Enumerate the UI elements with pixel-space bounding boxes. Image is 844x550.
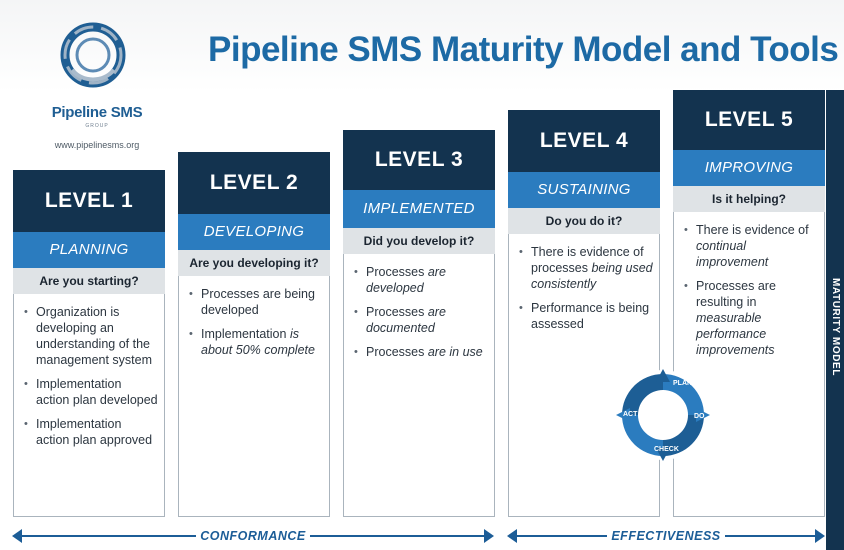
- level-1-body: Organization is developing an understand…: [13, 294, 165, 517]
- level-2-bullet: Processes are being developed: [187, 286, 323, 318]
- effectiveness-arrow: EFFECTIVENESS: [507, 527, 825, 545]
- level-3-stage: IMPLEMENTED: [343, 190, 495, 228]
- cycle-check-label: CHECK: [654, 446, 679, 453]
- level-3-question: Did you develop it?: [343, 228, 495, 254]
- cycle-plan-label: PLAN: [673, 380, 692, 387]
- level-2-stage: DEVELOPING: [178, 214, 330, 250]
- level-4-heading: LEVEL 4: [508, 110, 660, 172]
- logo-subtitle: GROUP: [85, 123, 109, 129]
- level-5-bullet: There is evidence of continual improveme…: [682, 222, 818, 270]
- logo-url: www.pipelinesms.org: [54, 140, 140, 150]
- level-3-body: Processes are developed Processes are do…: [343, 254, 495, 517]
- level-2-column: LEVEL 2 DEVELOPING Are you developing it…: [178, 152, 330, 517]
- conformance-arrow: CONFORMANCE: [12, 527, 494, 545]
- level-2-body: Processes are being developed Implementa…: [178, 276, 330, 517]
- conformance-label: CONFORMANCE: [196, 529, 310, 543]
- level-2-heading: LEVEL 2: [178, 152, 330, 214]
- level-3-bullet: Processes are developed: [352, 264, 488, 296]
- level-1-bullet: Organization is developing an understand…: [22, 304, 158, 368]
- level-5-heading: LEVEL 5: [673, 90, 825, 150]
- page-title: Pipeline SMS Maturity Model and Tools: [208, 30, 839, 69]
- level-3-heading: LEVEL 3: [343, 130, 495, 190]
- effectiveness-label: EFFECTIVENESS: [607, 529, 725, 543]
- level-3-column: LEVEL 3 IMPLEMENTED Did you develop it? …: [343, 130, 495, 517]
- level-3-bullet: Processes are documented: [352, 304, 488, 336]
- level-4-stage: SUSTAINING: [508, 172, 660, 208]
- level-1-heading: LEVEL 1: [13, 170, 165, 232]
- level-5-stage: IMPROVING: [673, 150, 825, 186]
- level-5-question: Is it helping?: [673, 186, 825, 212]
- header-band: [0, 0, 844, 92]
- sidebar-label: MATURITY MODEL: [830, 277, 841, 377]
- level-5-body: There is evidence of continual improveme…: [673, 212, 825, 517]
- level-1-column: LEVEL 1 PLANNING Are you starting? Organ…: [13, 170, 165, 517]
- pdca-cycle-icon: PLAN DO CHECK ACT: [616, 369, 710, 461]
- level-1-question: Are you starting?: [13, 268, 165, 294]
- level-5-bullet: Processes are resulting in measurable pe…: [682, 278, 818, 358]
- maturity-sidebar: [826, 90, 844, 550]
- level-4-question: Do you do it?: [508, 208, 660, 234]
- level-4-bullet: Performance is being assessed: [517, 300, 653, 332]
- cycle-act-label: ACT: [623, 411, 638, 418]
- level-3-bullet: Processes are in use: [352, 344, 488, 360]
- cycle-do-label: DO: [694, 413, 705, 420]
- level-4-bullet: There is evidence of processes being use…: [517, 244, 653, 292]
- logo: Pipeline SMS GROUP www.pipelinesms.org: [22, 20, 172, 160]
- level-2-question: Are you developing it?: [178, 250, 330, 276]
- logo-ring-icon: [60, 22, 126, 88]
- level-5-column: LEVEL 5 IMPROVING Is it helping? There i…: [673, 90, 825, 517]
- level-1-stage: PLANNING: [13, 232, 165, 268]
- level-2-bullet: Implementation is about 50% complete: [187, 326, 323, 358]
- logo-name: Pipeline SMS: [51, 104, 143, 121]
- level-1-bullet: Implementation action plan approved: [22, 416, 158, 448]
- level-1-bullet: Implementation action plan developed: [22, 376, 158, 408]
